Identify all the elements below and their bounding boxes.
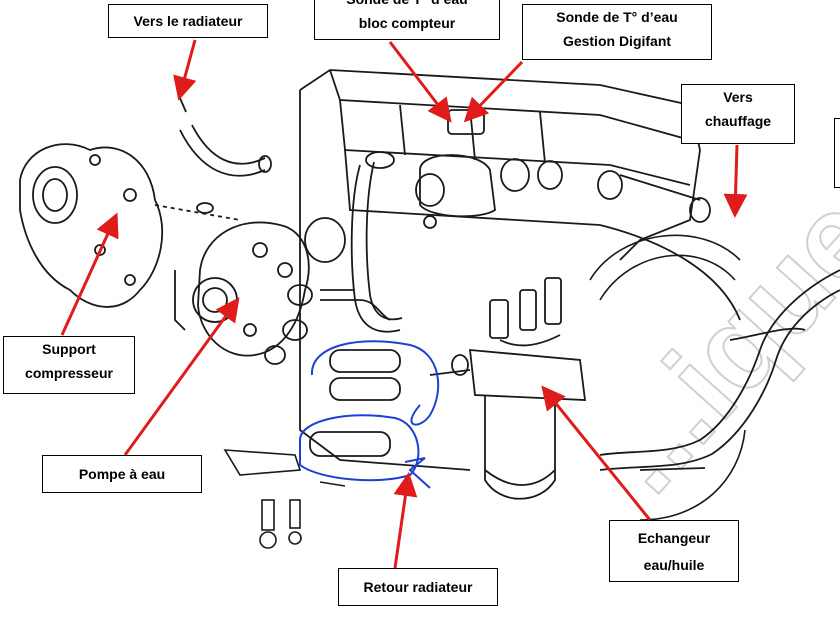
label-sonde-gestion-digifant: Sonde de T° d’eau Gestion Digifant — [522, 4, 712, 60]
label-echangeur-eau-huile: Echangeur eau/huile — [609, 520, 739, 582]
label-support-line1: Support — [42, 341, 96, 357]
label-support-compresseur: Support compresseur — [3, 336, 135, 394]
arrow-support — [60, 212, 119, 336]
label-support-line2: compresseur — [25, 365, 113, 381]
arrow-sonde-gestion — [463, 60, 524, 123]
label-vers-chauffage: Vers chauffage — [681, 84, 795, 144]
label-pompe-text: Pompe à eau — [78, 466, 166, 482]
red-arrows — [60, 39, 748, 569]
arrow-vers-chauffage — [723, 144, 748, 218]
label-retour-radiateur: Retour radiateur — [338, 568, 498, 606]
label-sonde-bloc-compteur: Sonde de T° d’eau bloc compteur — [314, 0, 500, 40]
small-hoses-part — [309, 289, 471, 457]
label-sonde-bloc-line2: bloc compteur — [358, 15, 456, 31]
heater-pipe-part — [599, 269, 840, 471]
radiator-hose-part — [179, 97, 272, 177]
label-echangeur-line2: eau/huile — [643, 557, 705, 573]
label-sonde-gestion-line1: Sonde de T° d’eau — [556, 9, 678, 25]
label-echangeur-line1: Echangeur — [637, 530, 711, 546]
water-pump-part — [174, 202, 346, 365]
label-sonde-bloc-line1: Sonde de T° d’eau — [315, 0, 499, 11]
label-vers-radiateur-text: Vers le radiateur — [133, 13, 243, 29]
arrow-retour — [393, 472, 418, 569]
arrow-sonde-bloc — [388, 41, 452, 123]
compressor-support-part — [19, 143, 241, 308]
label-pompe-a-eau: Pompe à eau — [42, 455, 202, 493]
label-vers-chauffage-line2: chauffage — [704, 113, 772, 129]
label-vers-chauffage-line1: Vers — [723, 89, 753, 105]
blue-annotation-marks — [299, 340, 440, 489]
label-sonde-gestion-line2: Gestion Digifant — [562, 33, 672, 49]
arrow-pompe — [123, 297, 240, 456]
label-edge-box-right — [834, 118, 840, 188]
flywheel — [589, 234, 746, 521]
arrow-vers-radiateur — [173, 39, 197, 101]
label-retour-text: Retour radiateur — [363, 579, 473, 595]
arrow-echangeur — [541, 385, 652, 521]
label-vers-radiateur: Vers le radiateur — [108, 4, 268, 38]
bolts-part — [223, 449, 346, 549]
watermark-text: ...ique660.co — [573, 0, 840, 517]
oil-water-exchanger-part — [468, 277, 587, 500]
